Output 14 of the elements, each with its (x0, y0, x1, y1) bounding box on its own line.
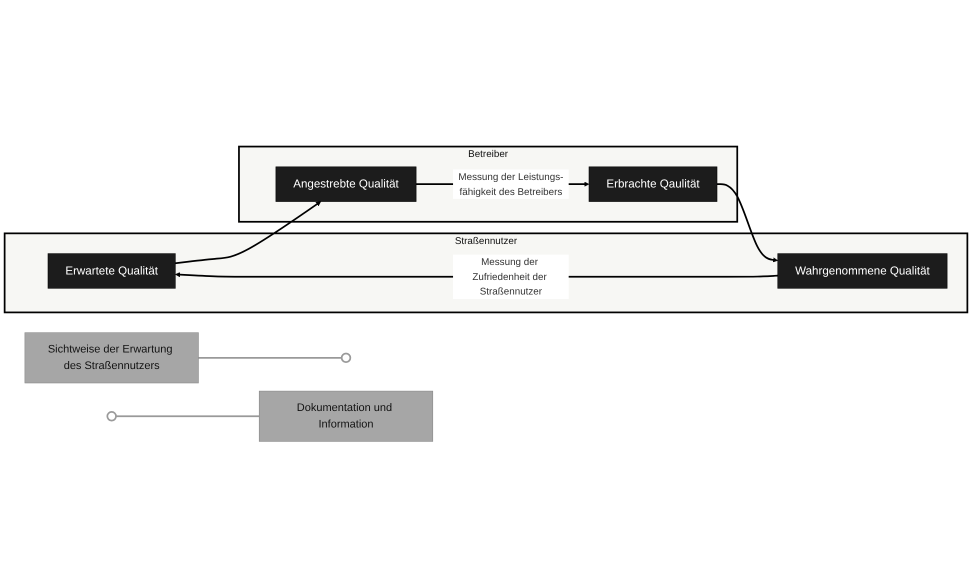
connector (116, 415, 260, 418)
arrow (175, 201, 322, 264)
node-box: Angestrebte Qualität (276, 166, 416, 202)
node-box: Wahrgenommene Qualität (777, 253, 948, 289)
node-box: Erbrachte Qaulität (588, 166, 718, 202)
connector (198, 356, 342, 359)
node-box: Erwartete Qualität (48, 253, 176, 289)
arrow (717, 183, 778, 262)
node-box: Dokumentation und Information (258, 390, 434, 442)
node-ellipse (340, 352, 352, 364)
edge-label: Messung der Zufriedenheit der Straßennutzer (472, 256, 547, 297)
edge-label: Messung der Leistungs-fähigkeit des Betreibers (458, 171, 564, 197)
node-box: Sichtweise der Erwartung des Straßennutzers (24, 332, 199, 384)
node-ellipse (106, 411, 117, 422)
